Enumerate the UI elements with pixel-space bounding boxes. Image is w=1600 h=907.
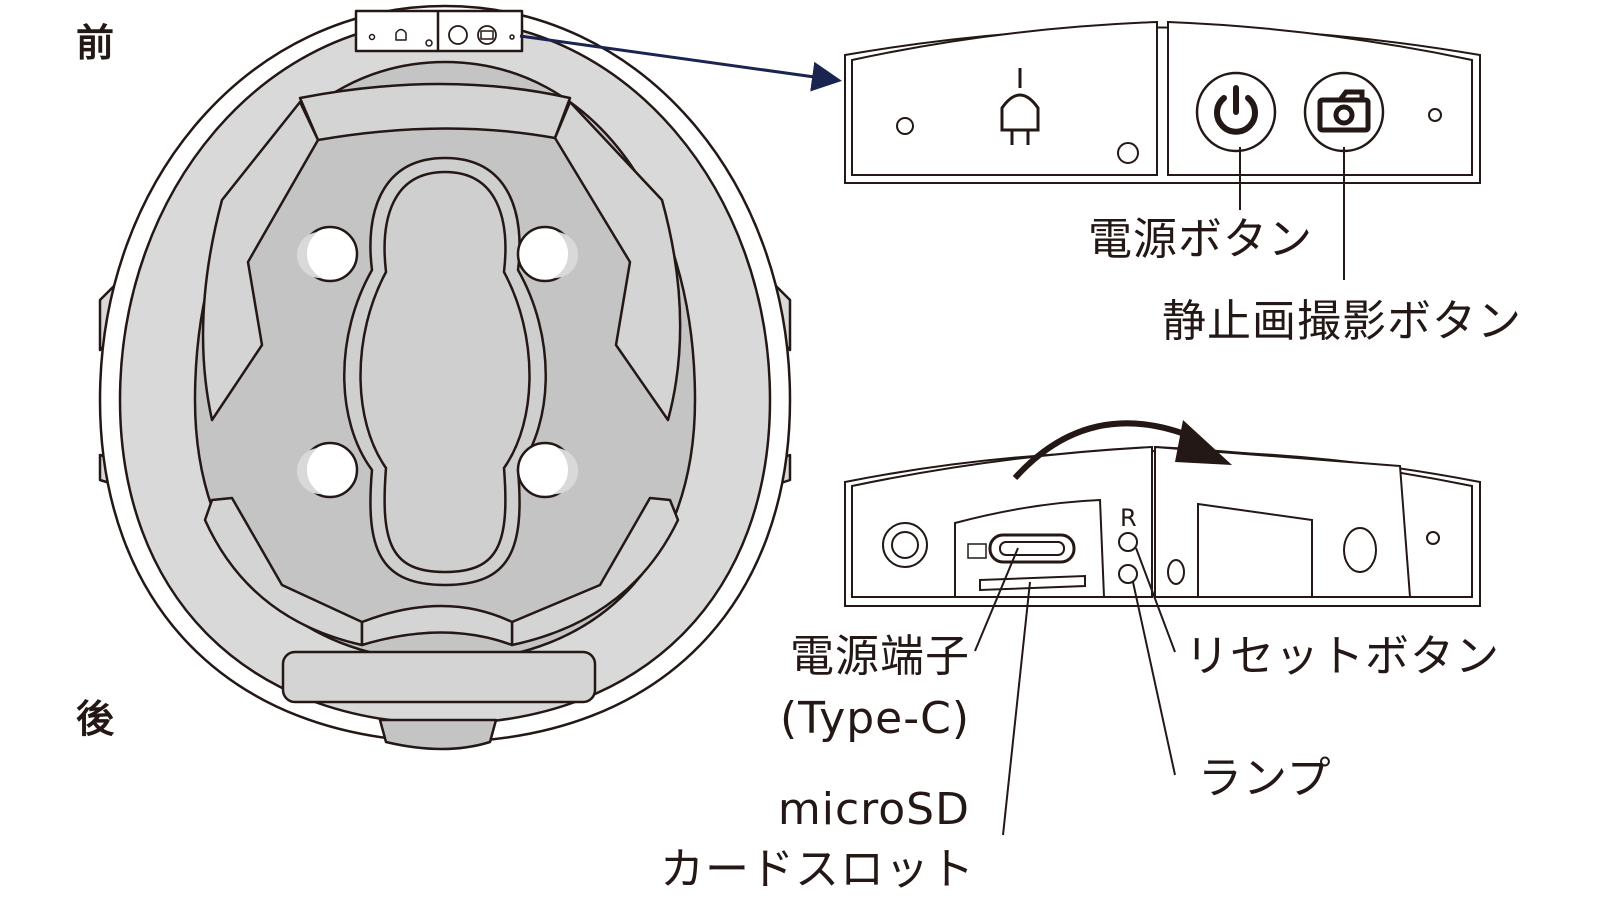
- reset-marker: R: [1120, 504, 1137, 532]
- zoom-arrow: [519, 34, 842, 92]
- top-button-panel: [844, 20, 1481, 280]
- back-orientation-label: 後: [76, 697, 115, 741]
- left-side-pad: [201, 100, 320, 422]
- rotation-arrow: [1012, 420, 1197, 481]
- bottom-pad: [360, 604, 514, 647]
- power-port-type-label: (Type-C): [780, 693, 970, 744]
- power-plug-icon: [1000, 68, 1040, 145]
- front-orientation-label: 前: [76, 21, 115, 65]
- photo-button-label: 静止画撮影ボタン: [1162, 296, 1522, 347]
- bottom-port-panel: [844, 420, 1481, 836]
- vent-holes: [301, 225, 574, 499]
- helmet-illustration: [98, 4, 792, 751]
- leader-microsd: [1002, 581, 1031, 836]
- center-mount-plate-inner: [359, 170, 531, 574]
- reset-button-label: リセットボタン: [1185, 631, 1500, 682]
- screw-hole: [1117, 142, 1139, 164]
- center-mount-plate: [343, 156, 547, 587]
- power-button-label: 電源ボタン: [1088, 214, 1313, 265]
- cover-outline: [1197, 502, 1313, 598]
- screw-hole: [1428, 108, 1442, 122]
- leader-reset: [1135, 547, 1176, 653]
- microsd-label: microSD: [777, 784, 970, 835]
- microsd-icon: [967, 543, 987, 559]
- leader-type-c: [974, 547, 1019, 652]
- microsd-slot: [979, 574, 1086, 592]
- screw-hole: [896, 117, 914, 135]
- rear-bumper: [281, 650, 597, 704]
- helmet-control-module: [354, 9, 524, 53]
- camera-icon: [1317, 89, 1371, 133]
- photo-button[interactable]: [1303, 71, 1385, 153]
- power-port-label: 電源端子: [790, 631, 970, 682]
- lamp-label: ランプ: [1198, 753, 1332, 804]
- power-button[interactable]: [1195, 71, 1277, 153]
- leader-lamp: [1132, 581, 1176, 776]
- lamp-hole: [1118, 564, 1138, 584]
- right-side-pad: [553, 100, 682, 422]
- rear-clip: [378, 718, 498, 751]
- microsd-slot-label: カードスロット: [660, 844, 975, 895]
- power-icon: [1214, 85, 1258, 135]
- reset-button-hole: [1118, 532, 1138, 552]
